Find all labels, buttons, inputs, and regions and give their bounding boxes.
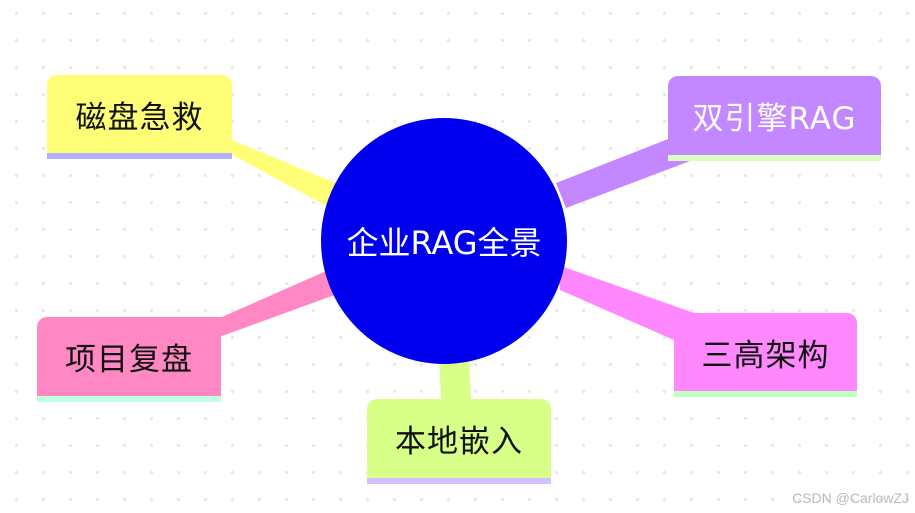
branch-underline [47, 153, 232, 159]
branch-label: 三高架构 [701, 337, 830, 374]
center-topic-node[interactable]: 企业RAG全景 [321, 118, 567, 364]
watermark: CSDN @CarlowZJ [792, 490, 909, 506]
branch-label: 磁盘急救 [75, 99, 204, 136]
branch-node-disk-rescue[interactable]: 磁盘急救 [47, 75, 232, 159]
connector-local-embed [439, 355, 471, 400]
connector-project-review [195, 268, 340, 336]
branch-label: 项目复盘 [65, 342, 193, 378]
branch-node-three-high-architecture[interactable]: 三高架构 [674, 313, 857, 397]
branch-label: 本地嵌入 [395, 424, 523, 460]
connector-disk-rescue [205, 140, 340, 208]
branch-node-project-review[interactable]: 项目复盘 [37, 317, 221, 402]
connector-three-high [558, 265, 694, 340]
center-topic-label: 企业RAG全景 [346, 224, 542, 262]
branch-underline [668, 155, 881, 161]
branch-label: 双引擎RAG [692, 101, 857, 137]
branch-node-dual-engine-rag[interactable]: 双引擎RAG [668, 76, 881, 161]
branch-node-local-embedding[interactable]: 本地嵌入 [367, 399, 551, 484]
branch-underline [367, 478, 551, 484]
branch-underline [674, 391, 857, 397]
branch-underline [37, 396, 221, 402]
connector-dual-engine [556, 139, 690, 208]
